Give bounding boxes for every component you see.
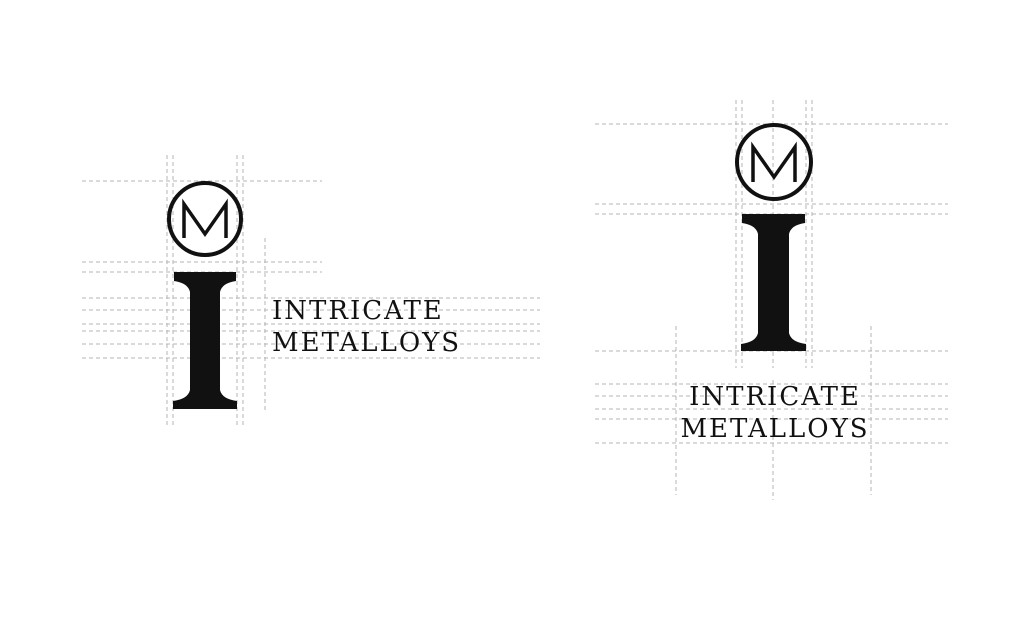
wordmark-line-1: INTRICATE: [689, 382, 861, 412]
left-initial-i-glyph: [173, 272, 237, 409]
right-monogram-icon: [735, 123, 813, 201]
wordmark-line-1: INTRICATE: [272, 296, 444, 326]
right-initial-i-glyph: [741, 214, 806, 351]
right-wordmark: INTRICATE METALLOYS: [680, 384, 870, 442]
left-guide-lines: [82, 155, 540, 428]
left-monogram-icon: [167, 181, 243, 257]
left-wordmark: INTRICATE METALLOYS: [272, 298, 461, 356]
wordmark-line-2: METALLOYS: [680, 414, 870, 444]
wordmark-line-2: METALLOYS: [272, 328, 462, 358]
